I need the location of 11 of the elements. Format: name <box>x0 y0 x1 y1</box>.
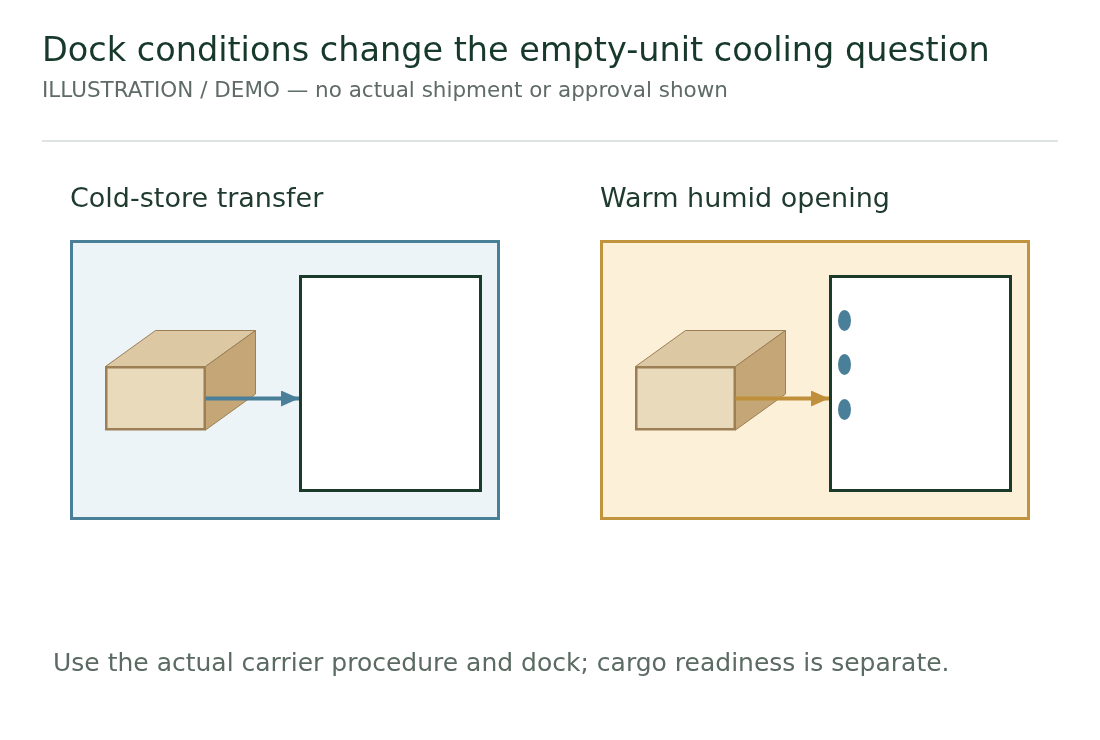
container-outline <box>829 275 1012 492</box>
subtitle: ILLUSTRATION / DEMO — no actual shipment or approval shown <box>42 76 728 104</box>
arrow <box>205 390 299 407</box>
crate-drawing <box>635 330 786 431</box>
crate-drawing <box>105 330 256 431</box>
diagram-title: Dock conditions change the empty-unit cooling question <box>42 29 990 71</box>
footer-note: Use the actual carrier procedure and dock; cargo readiness is separate. <box>53 647 950 679</box>
container-outline <box>299 275 482 492</box>
panel-heading: Cold-store transfer <box>70 181 324 215</box>
arrow <box>735 390 829 407</box>
panel-heading: Warm humid opening <box>600 181 890 215</box>
